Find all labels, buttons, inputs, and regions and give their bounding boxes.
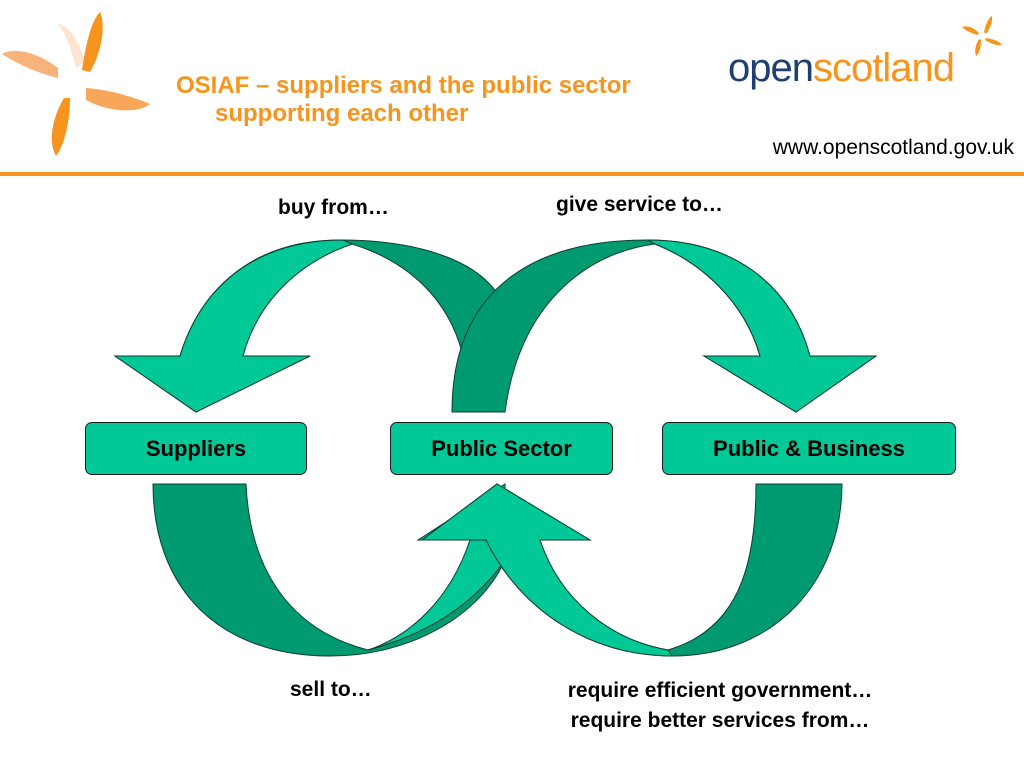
brand-wordmark: openscotland [728, 46, 955, 90]
node-public-business: Public & Business [662, 422, 956, 475]
label-give-service-to: give service to… [556, 193, 723, 216]
header-divider [0, 172, 1024, 176]
brand-open-text: open [728, 46, 814, 90]
label-buy-from: buy from… [278, 196, 389, 219]
label-require-line-2: require better services from… [570, 709, 870, 732]
title-line-2: supporting each other [215, 100, 469, 127]
brand-star-icon [962, 16, 1002, 56]
title-line-1: OSIAF – suppliers and the public sector [176, 72, 631, 99]
pinwheel-logo-icon [2, 12, 150, 156]
label-require: require efficient government… require be… [520, 676, 920, 736]
node-suppliers: Suppliers [85, 422, 307, 475]
label-sell-to: sell to… [290, 678, 372, 701]
arrow-buy-from-face [113, 239, 354, 413]
arrow-give-service-face [646, 239, 878, 413]
brand-scotland-text: scotland [812, 46, 955, 90]
label-require-line-1: require efficient government… [567, 679, 873, 702]
node-public-sector: Public Sector [390, 422, 613, 475]
page-title: OSIAF – suppliers and the public sector … [176, 72, 631, 128]
site-url: www.openscotland.gov.uk [772, 136, 1014, 159]
openscotland-logo: openscotland [728, 14, 1008, 94]
arrow-sell-to [152, 483, 506, 657]
arrow-require-face [420, 483, 673, 657]
